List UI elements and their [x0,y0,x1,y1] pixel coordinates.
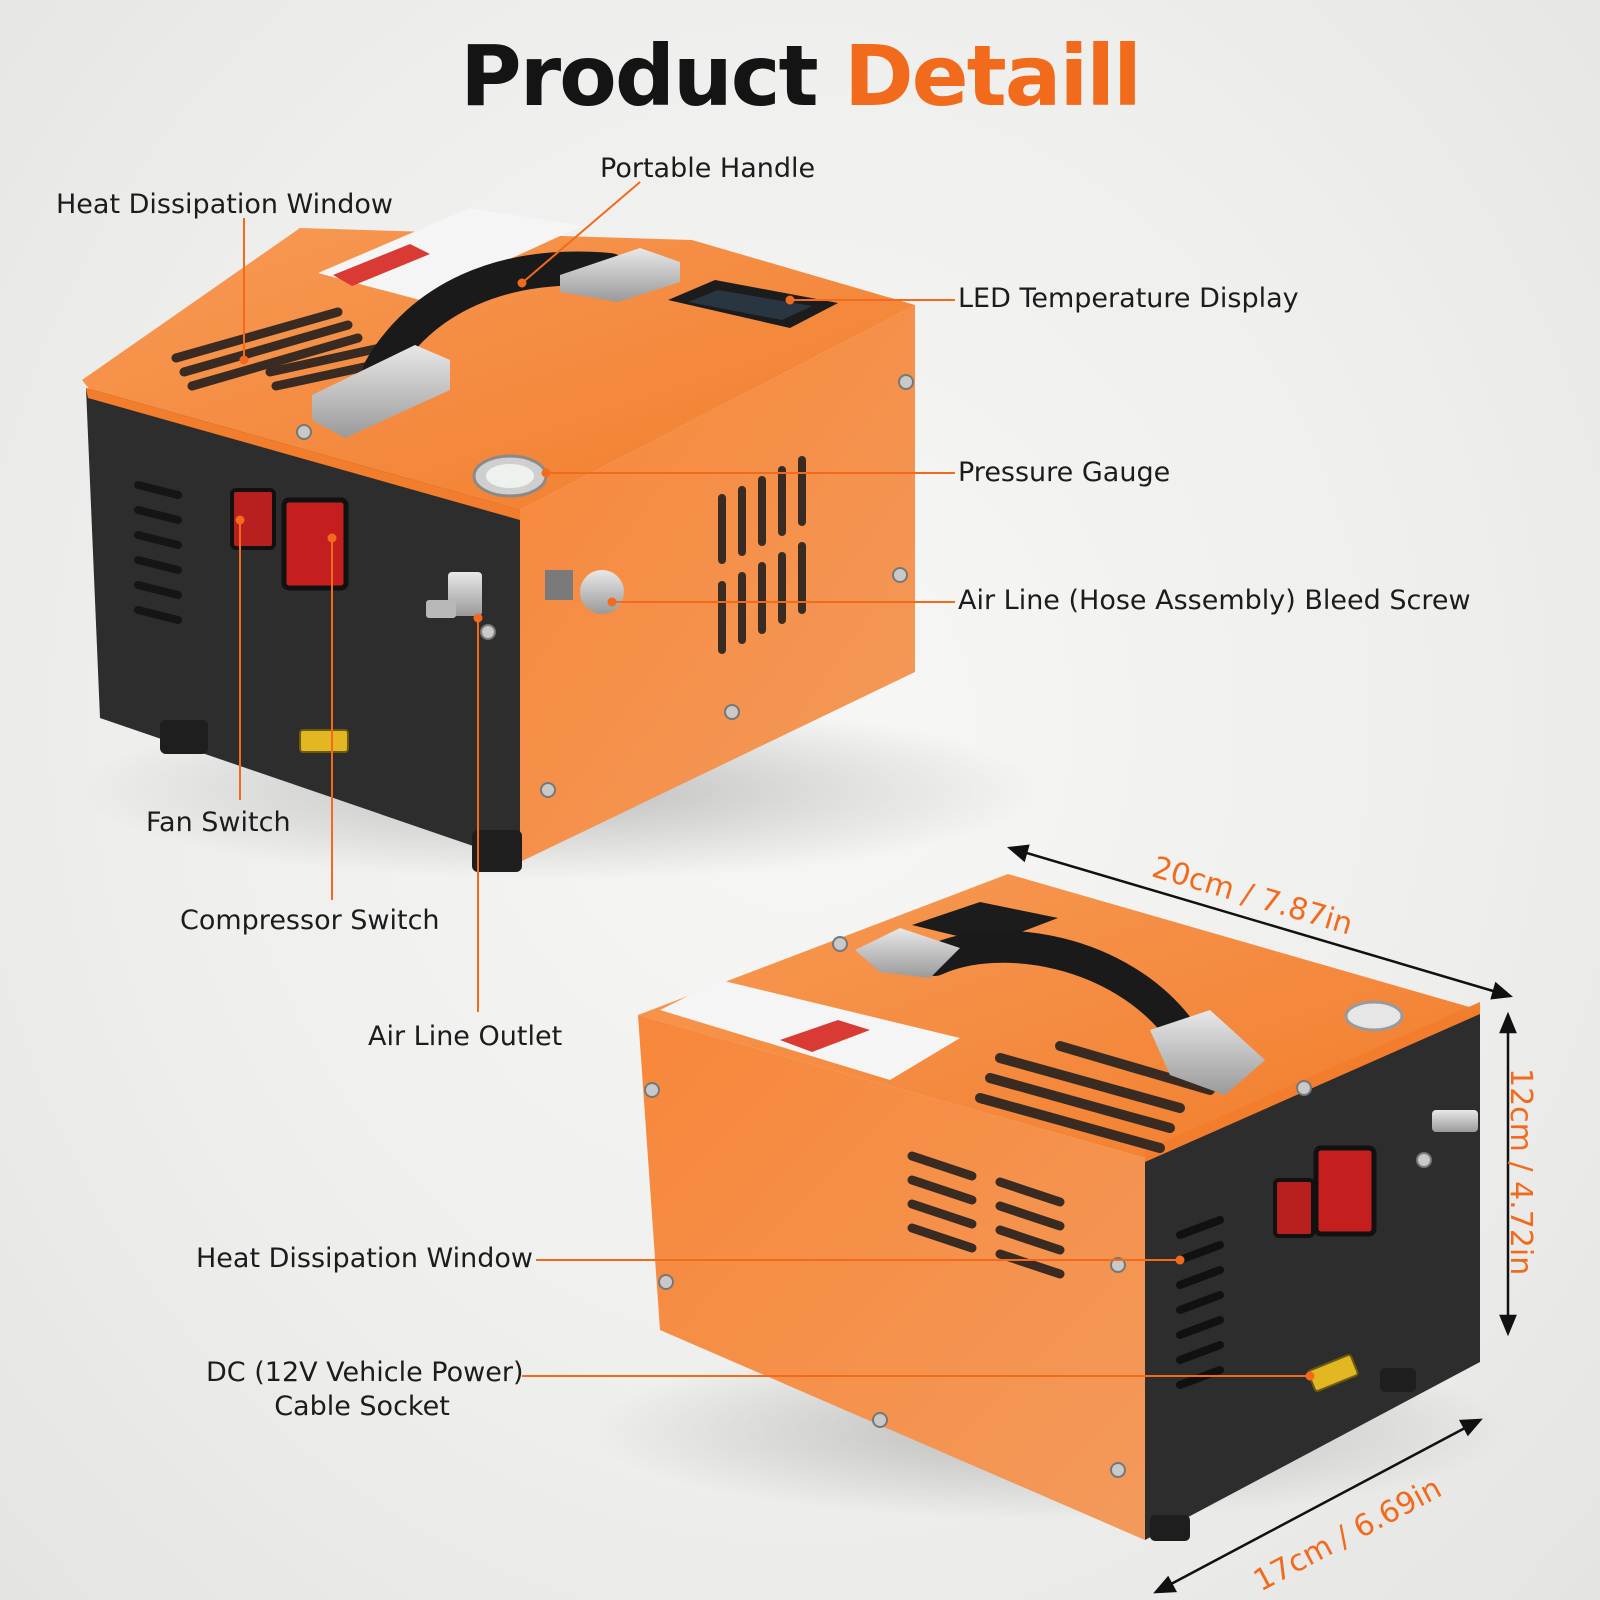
air-outlet [448,572,482,616]
fan-switch[interactable] [1273,1178,1315,1238]
fan-switch[interactable] [230,488,276,550]
warning-label [318,208,582,300]
label-heat-window-top: Heat Dissipation Window [56,189,393,220]
handle [919,930,1196,1046]
title-word-2: Detaill [843,27,1142,125]
bleed-screw [580,570,624,614]
title-word-1: Product [460,27,819,125]
callout-lines [235,181,1315,1381]
air-outlet [1432,1110,1478,1132]
compressor-switch[interactable] [281,497,349,591]
label-dc-socket-line2: Cable Socket [274,1390,450,1422]
handle-bracket [312,345,450,438]
led-display [912,902,1058,944]
dimension-height: 12cm / 4.72in [1503,1068,1538,1276]
handle [363,251,627,387]
dc-socket [1307,1354,1359,1392]
compressor-unit-rear [590,874,1510,1541]
side-panel [520,305,915,862]
pressure-gauge [1344,1000,1404,1032]
label-fan-switch: Fan Switch [146,807,291,838]
dimension-arrows [1007,844,1517,1594]
length-arrow [1009,846,1511,998]
width-arrow [1155,1418,1481,1594]
end-vents [1176,1216,1224,1389]
compressor-unit-front [80,208,1040,880]
label-dc-socket-line1: DC (12V Vehicle Power) [206,1357,524,1388]
label-bleed-screw: Air Line (Hose Assembly) Bleed Screw [958,585,1471,616]
label-air-outlet: Air Line Outlet [368,1021,563,1052]
label-led-display: LED Temperature Display [958,283,1299,314]
compressor-switch[interactable] [1313,1145,1377,1237]
label-compressor-switch: Compressor Switch [180,905,440,936]
label-dc-socket: DC (12V Vehicle Power) Cable Socket [206,1356,524,1424]
handle-bracket [855,928,960,978]
side-vents [907,1151,1065,1279]
side-panel [638,1015,1145,1540]
end-panel [1145,1010,1480,1540]
label-heat-window-bottom: Heat Dissipation Window [196,1243,533,1274]
front-vents [134,481,182,624]
side-vents [718,456,806,654]
top-vents [975,1041,1215,1153]
label-pressure-gauge: Pressure Gauge [958,457,1171,488]
top-panel [638,874,1480,1158]
page-title: Product Detaill [0,34,1600,118]
label-portable-handle: Portable Handle [600,153,816,184]
leader-portable-handle [521,181,641,284]
dc-socket [299,729,349,753]
